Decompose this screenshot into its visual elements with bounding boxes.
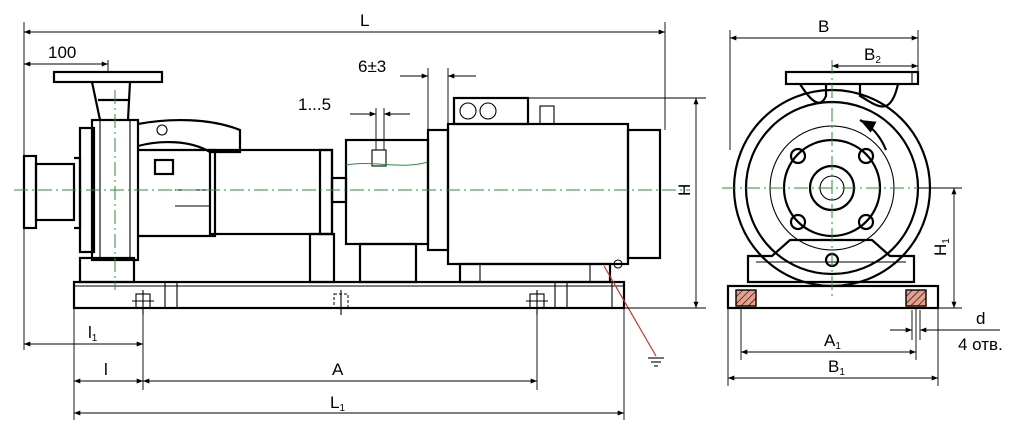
front-base-plate <box>726 284 940 310</box>
dim-6pm3: 6±3 <box>358 57 476 140</box>
dim-l-label: l <box>104 360 108 379</box>
dim-A1: A1 <box>740 308 917 360</box>
dim-6pm3-label: 6±3 <box>358 57 386 76</box>
bearing-housing <box>175 148 348 284</box>
ground-wire <box>603 265 664 367</box>
dim-L-label: L <box>360 11 369 30</box>
dim-A1-label: A1 <box>824 331 841 352</box>
anchor-bolt-middle <box>333 290 349 315</box>
dim-d: d 4 отв. <box>890 309 1003 354</box>
electric-motor <box>426 96 662 284</box>
dim-H: H <box>528 97 706 309</box>
dim-L1-label: L1 <box>330 393 345 414</box>
rotation-arrow <box>859 119 888 151</box>
dim-B2: B2 <box>832 45 918 69</box>
dim-H-label: H <box>675 184 694 196</box>
side-view: L 100 6±3 1...5 H <box>14 11 706 420</box>
dim-L1: L1 <box>74 308 625 420</box>
base-frame <box>72 280 626 310</box>
dim-H1-label: H1 <box>931 238 952 256</box>
dim-100-label: 100 <box>48 43 76 62</box>
front-support <box>746 238 916 284</box>
discharge-nozzle <box>784 70 920 108</box>
dim-d-label: d <box>976 309 985 328</box>
anchor-bolt-right <box>526 290 548 315</box>
dim-l: l <box>73 308 144 420</box>
dim-A-label: A <box>332 360 344 379</box>
dim-A: A <box>142 315 538 390</box>
dim-100: 100 <box>24 43 109 72</box>
dim-B1-label: B1 <box>828 357 845 378</box>
suction-nozzle <box>22 154 82 230</box>
dim-B: B <box>729 17 919 150</box>
pump-casing <box>52 70 242 284</box>
dim-H1: H1 <box>918 187 962 309</box>
dim-1to5-label: 1...5 <box>298 95 331 114</box>
coupling-guard <box>344 138 430 284</box>
dim-B-label: B <box>818 17 829 36</box>
anchor-bolt-left <box>132 290 154 315</box>
dim-l1-label: l1 <box>88 323 98 344</box>
holes-count-label: 4 отв. <box>958 335 1003 354</box>
dim-1to5: 1...5 <box>298 95 410 150</box>
dim-L: L <box>23 11 666 156</box>
dim-B2-label: B2 <box>864 45 881 66</box>
front-view: B B2 H1 A1 B1 <box>722 17 1003 386</box>
dim-l1: l1 <box>23 228 144 390</box>
dim-B1: B1 <box>727 308 939 386</box>
flange-bolt-holes <box>789 147 875 268</box>
